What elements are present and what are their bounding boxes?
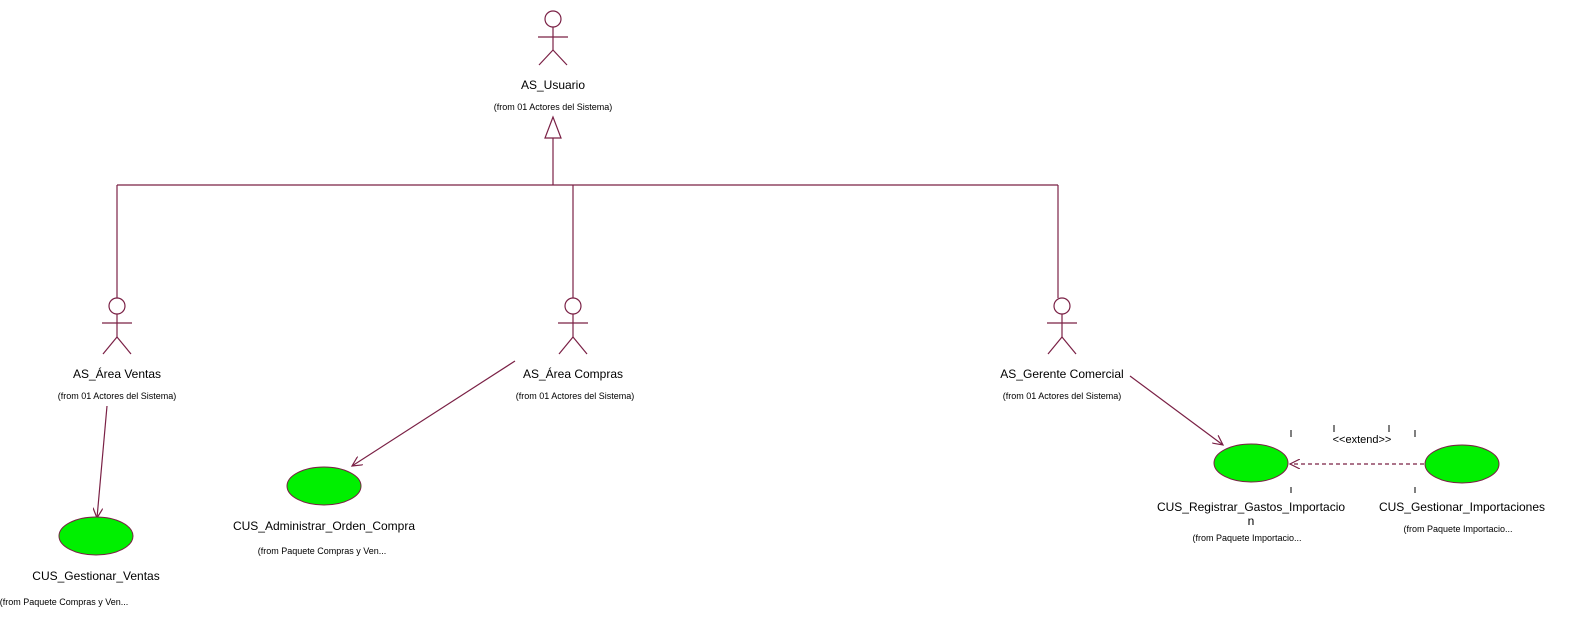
- usecase-package: (from Paquete Importacio...: [1403, 524, 1512, 534]
- association-gerente-to-registrar-gastos: [1129, 375, 1223, 445]
- actor-name: AS_Área Ventas: [73, 366, 161, 381]
- actor-stick-figure-icon: [558, 297, 588, 355]
- usecase-registrar-gastos-importacion[interactable]: CUS_Registrar_Gastos_Importacio n (from …: [1157, 443, 1345, 543]
- actor-name: AS_Gerente Comercial: [1000, 367, 1123, 381]
- association-compras-to-administrar-orden: [352, 360, 516, 466]
- usecase-ellipse-icon: [286, 466, 362, 506]
- usecase-name: CUS_Gestionar_Ventas: [32, 569, 159, 583]
- actor-package: (from 01 Actores del Sistema): [494, 102, 613, 112]
- usecase-ellipse-icon: [1424, 444, 1500, 484]
- actor-as-area-compras[interactable]: AS_Área Compras (from 01 Actores del Sis…: [516, 297, 635, 401]
- actor-stick-figure-icon: [538, 10, 568, 66]
- actor-as-area-ventas[interactable]: AS_Área Ventas (from 01 Actores del Sist…: [58, 297, 177, 401]
- generalization-tree: [116, 115, 1059, 298]
- extend-stereotype-label: <<extend>>: [1333, 434, 1392, 446]
- association-ventas-to-gestionar-ventas: [97, 405, 108, 518]
- usecase-ellipse-icon: [1213, 443, 1289, 483]
- actor-stick-figure-icon: [102, 297, 132, 355]
- generalization-triangle-icon: [544, 115, 562, 139]
- usecase-name: CUS_Gestionar_Importaciones: [1379, 500, 1545, 514]
- actor-name: AS_Usuario: [521, 78, 585, 92]
- usecase-package: (from Paquete Compras y Ven...: [0, 597, 128, 607]
- usecase-administrar-orden-compra[interactable]: CUS_Administrar_Orden_Compra (from Paque…: [233, 466, 415, 556]
- actor-package: (from 01 Actores del Sistema): [58, 391, 177, 401]
- actor-name: AS_Área Compras: [523, 366, 623, 381]
- actor-package: (from 01 Actores del Sistema): [1003, 391, 1122, 401]
- usecase-name-line1: CUS_Registrar_Gastos_Importacio: [1157, 500, 1345, 514]
- usecase-name: CUS_Administrar_Orden_Compra: [233, 519, 415, 533]
- extend-dependency: <<extend>>: [1290, 425, 1424, 493]
- usecase-package: (from Paquete Importacio...: [1192, 533, 1301, 543]
- usecase-ellipse-icon: [58, 516, 134, 556]
- actor-as-gerente-comercial[interactable]: AS_Gerente Comercial (from 01 Actores de…: [1000, 297, 1124, 401]
- usecase-gestionar-importaciones[interactable]: CUS_Gestionar_Importaciones (from Paquet…: [1379, 444, 1545, 534]
- actor-package: (from 01 Actores del Sistema): [516, 391, 635, 401]
- usecase-gestionar-ventas[interactable]: CUS_Gestionar_Ventas (from Paquete Compr…: [0, 516, 160, 607]
- actor-stick-figure-icon: [1047, 297, 1077, 355]
- actor-as-usuario[interactable]: AS_Usuario (from 01 Actores del Sistema): [494, 10, 613, 112]
- usecase-name-line2: n: [1248, 514, 1255, 528]
- usecase-package: (from Paquete Compras y Ven...: [258, 546, 387, 556]
